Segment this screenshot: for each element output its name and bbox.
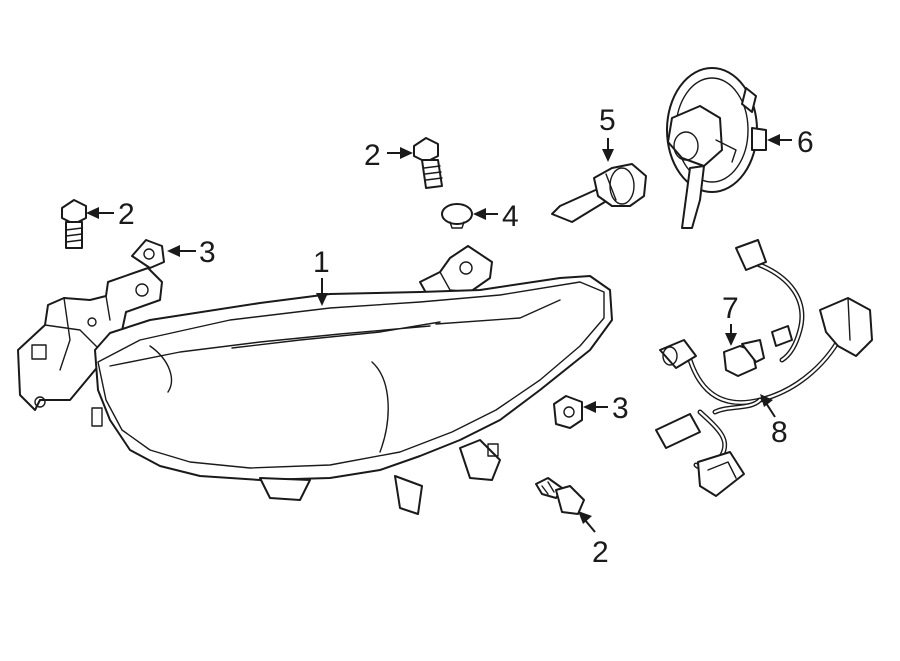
callout-7-label: 7 <box>722 292 739 325</box>
callout-3a-arrow <box>167 245 180 257</box>
callout-2c-leader <box>584 519 596 533</box>
rubber-cap <box>441 203 473 229</box>
callout-2b-arrow <box>400 147 413 159</box>
callout-1-label: 1 <box>313 246 330 279</box>
callout-8-label: 8 <box>771 416 788 449</box>
callout-5-label: 5 <box>599 104 616 137</box>
callout-6-label: 6 <box>797 126 814 159</box>
callout-3b-arrow <box>583 401 596 413</box>
callout-8-leader <box>765 402 776 418</box>
callout-2a-arrow <box>86 207 99 219</box>
callout-7-arrow <box>725 333 737 346</box>
callout-2c-label: 2 <box>592 536 609 569</box>
callout-4-arrow <box>473 208 486 220</box>
clip-nut-upper <box>131 239 165 269</box>
callout-4-label: 4 <box>502 200 519 233</box>
callout-3a-label: 3 <box>199 236 216 269</box>
callout-2c-arrow <box>578 511 592 524</box>
callout-8-arrow <box>760 394 773 407</box>
callout-6-arrow <box>767 134 780 146</box>
callout-3b-label: 3 <box>612 392 629 425</box>
wiring-harness <box>655 239 873 497</box>
bolt-upper-left <box>61 199 87 249</box>
projector-unit <box>666 67 767 229</box>
callout-1-arrow <box>316 293 328 306</box>
bolt-lower <box>535 477 585 515</box>
headlamp-assembly <box>17 245 613 515</box>
bolt-upper-center <box>413 137 443 189</box>
callout-2b-label: 2 <box>364 139 381 172</box>
side-marker-bulb <box>723 339 765 377</box>
callout-5-arrow <box>602 149 614 162</box>
headlamp-bulb <box>551 163 647 223</box>
clip-nut-lower <box>553 395 583 429</box>
callout-2a-label: 2 <box>118 198 135 231</box>
